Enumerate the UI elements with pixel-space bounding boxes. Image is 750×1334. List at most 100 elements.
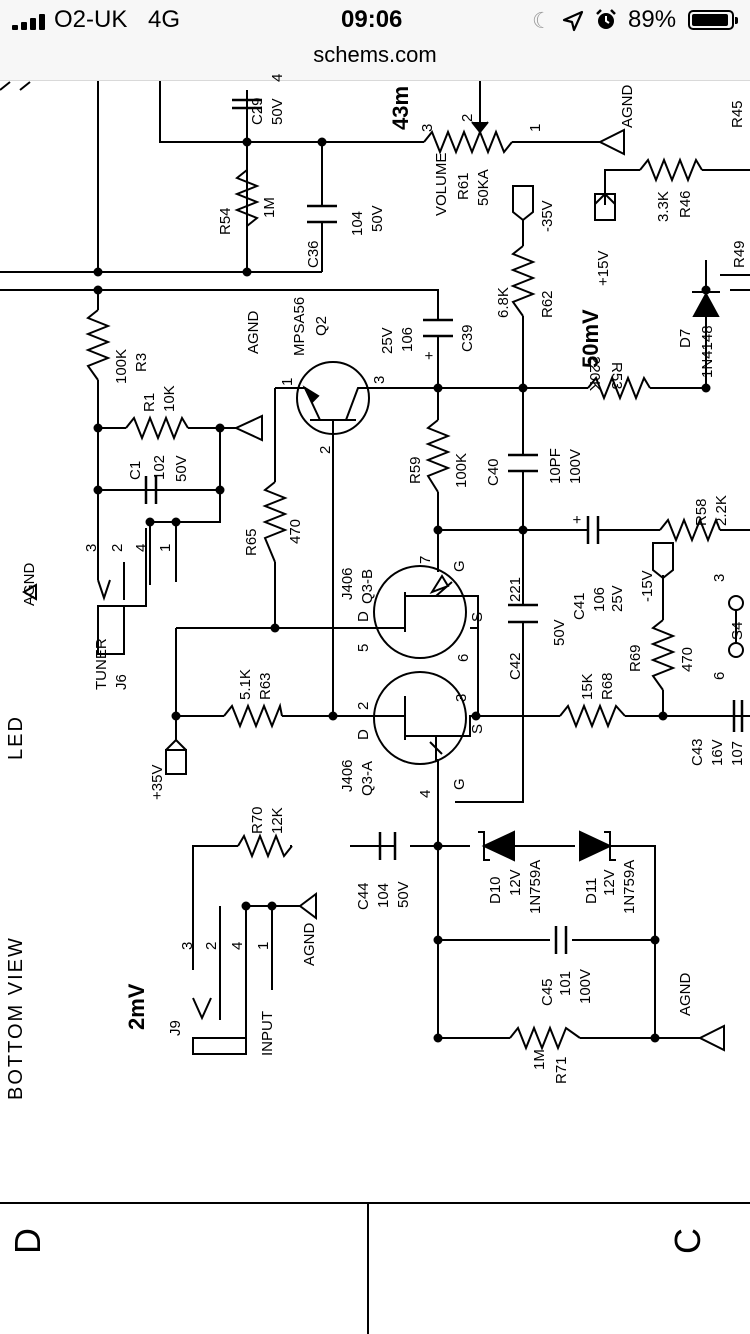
label-c39-value: 106: [399, 327, 416, 352]
label-c43-value: 107: [729, 741, 746, 766]
label-c39-rating: 25V: [379, 327, 396, 354]
label-c36-value: 104: [349, 211, 366, 236]
label-r58-ref: R58: [693, 498, 710, 526]
label-agnd-volume: AGND: [619, 84, 636, 128]
label-j9-pin1: 1: [255, 942, 272, 950]
label-q3a-d: D: [355, 729, 372, 740]
label-r70-ref: R70: [249, 806, 266, 834]
label-r46-value: 3.3K: [655, 191, 672, 222]
label-c1-rating: 50V: [173, 455, 190, 482]
label-q3a-s: S: [469, 724, 486, 734]
label-d7-type: 1N4148: [699, 325, 716, 378]
status-bar: O2-UK 4G 09:06 ☾ 89%: [0, 0, 750, 40]
label-q3a-pin3: 3: [453, 694, 470, 702]
label-r61-pin1: 1: [527, 124, 544, 132]
label-j6-pin3: 3: [83, 544, 100, 552]
location-arrow-icon: [562, 10, 584, 32]
ground-symbols: [22, 128, 725, 1052]
junction-dots: [93, 137, 711, 1043]
label-s4-pin3: 3: [711, 574, 728, 582]
label-q2-pin3: 3: [371, 376, 388, 384]
label-r59-value: 100K: [453, 453, 470, 488]
page-url[interactable]: schems.com: [313, 42, 437, 67]
moon-icon: ☾: [532, 8, 552, 33]
label-q3a-ref: Q3-A: [359, 761, 376, 796]
label-r46-ref: R46: [677, 190, 694, 218]
signal-icon: [12, 14, 52, 30]
label-c36-rating: 50V: [369, 205, 386, 232]
label-d10-type: 1N759A: [527, 860, 544, 914]
label-c43-rating: 16V: [709, 739, 726, 766]
battery-percent: 89%: [628, 6, 677, 33]
label-r70-value: 12K: [269, 807, 286, 834]
address-bar[interactable]: schems.com: [0, 40, 750, 81]
label-j6-name: TUNER: [93, 638, 110, 690]
clock: 09:06: [341, 6, 403, 33]
power-flag-symbols: [165, 185, 674, 775]
label-led: LED: [5, 715, 27, 760]
label-minus15v: -15V: [639, 570, 656, 602]
label-r59-ref: R59: [407, 456, 424, 484]
label-s4-pin6: 6: [711, 672, 728, 680]
label-j9-pin3: 3: [179, 942, 196, 950]
label-r61-pin2: 2: [459, 114, 476, 122]
label-q3b-s: S: [469, 612, 486, 622]
resistor-symbols: [85, 81, 750, 1051]
label-c41-value: 106: [591, 587, 608, 612]
label-r3-value: 100K: [113, 349, 130, 384]
label-r49-ref: R49: [731, 240, 748, 268]
label-c44-ref: C44: [355, 882, 372, 910]
label-q3a-pin4: 4: [417, 790, 434, 798]
battery-icon: [688, 10, 738, 30]
label-c45-rating: 100V: [577, 969, 594, 1004]
label-r62-ref: R62: [539, 290, 556, 318]
label-r58-value: 2.2K: [713, 495, 730, 526]
schematic-labels: C29 50V 4 R54 1M C36 104 50V 43m VOLUME …: [5, 74, 748, 1254]
label-j9-pin4: 4: [229, 942, 246, 950]
label-volume: VOLUME: [433, 153, 450, 216]
label-r69-value: 470: [679, 647, 696, 672]
network-type: 4G: [148, 6, 181, 33]
label-c29-rating: 50V: [269, 98, 286, 125]
label-c41-ref: C41: [571, 592, 588, 620]
label-c45-ref: C45: [539, 978, 556, 1006]
label-r69-ref: R69: [627, 644, 644, 672]
label-r62-value: 6.8K: [495, 287, 512, 318]
label-plus15v: +15V: [595, 251, 612, 286]
grid-letter-c: C: [667, 1228, 708, 1254]
label-bottom-view: BOTTOM VIEW: [5, 936, 27, 1100]
label-q3b-pin7: 7: [417, 556, 434, 564]
diode-symbols: [478, 291, 720, 862]
label-2mv: 2mV: [124, 983, 149, 1030]
label-s4-ref: S4: [729, 622, 746, 640]
label-q2-pin2: 2: [317, 446, 334, 454]
label-c39-ref: C39: [459, 324, 476, 352]
label-j9-name: INPUT: [259, 1011, 276, 1056]
label-r1-value: 10K: [161, 385, 178, 412]
label-c44-rating: 50V: [395, 881, 412, 908]
label-r45-ref: R45: [729, 100, 746, 128]
label-r68-value: 15K: [579, 673, 596, 700]
jack-symbols: [97, 522, 273, 1055]
label-q3a-pin2: 2: [355, 702, 372, 710]
label-q3b-type: J406: [339, 567, 356, 600]
label-r63-ref: R63: [257, 672, 274, 700]
label-c1-ref: C1: [127, 461, 144, 480]
grid-letter-d: D: [7, 1228, 48, 1254]
label-q3a-type: J406: [339, 759, 356, 792]
label-50mv: 50mV: [578, 309, 603, 368]
label-r61-ref: R61: [455, 172, 472, 200]
label-q3b-pin6: 6: [455, 654, 472, 662]
label-j9-ref: J9: [167, 1020, 184, 1036]
label-c41-plus: +: [569, 515, 586, 524]
label-q3b-d: D: [355, 611, 372, 622]
label-c36-ref: C36: [305, 240, 322, 268]
label-minus35v: -35V: [539, 200, 556, 232]
label-c43-ref: C43: [689, 738, 706, 766]
label-r63-value: 5.1K: [237, 669, 254, 700]
label-r71-value: 1M: [531, 1049, 548, 1070]
label-q3b-pin5: 5: [355, 644, 372, 652]
label-d11-type: 1N759A: [621, 860, 638, 914]
label-d10-ref: D10: [487, 876, 504, 904]
label-q3b-ref: Q3-B: [359, 569, 376, 604]
